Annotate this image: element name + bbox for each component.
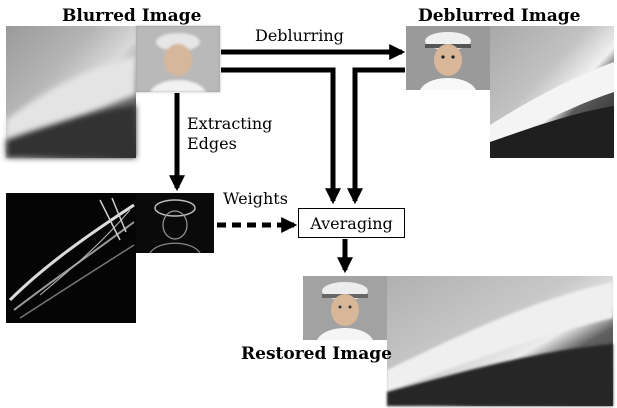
blurred-image-title: Blurred Image xyxy=(62,6,202,26)
arrow-deblurred-to-averaging xyxy=(346,67,405,205)
restored-image-title: Restored Image xyxy=(241,344,392,364)
extracting-label: Extracting xyxy=(187,114,273,133)
deblurred-thumbnail-image xyxy=(406,26,490,90)
restored-thumbnail-image xyxy=(303,276,387,340)
arrow-blurred-to-averaging xyxy=(221,67,342,205)
weights-label: Weights xyxy=(223,189,288,208)
edge-closeup-image xyxy=(6,193,136,323)
deblurred-closeup-image xyxy=(490,26,614,158)
edges-label: Edges xyxy=(187,134,237,153)
restored-closeup-image xyxy=(387,276,613,406)
blurred-closeup-image xyxy=(6,26,136,158)
deblurring-label: Deblurring xyxy=(255,26,344,45)
averaging-box: Averaging xyxy=(298,208,405,238)
deblurred-image-title: Deblurred Image xyxy=(418,6,581,26)
blurred-thumbnail-image xyxy=(136,26,220,92)
edge-thumbnail-image xyxy=(136,193,214,254)
averaging-label: Averaging xyxy=(310,213,393,233)
